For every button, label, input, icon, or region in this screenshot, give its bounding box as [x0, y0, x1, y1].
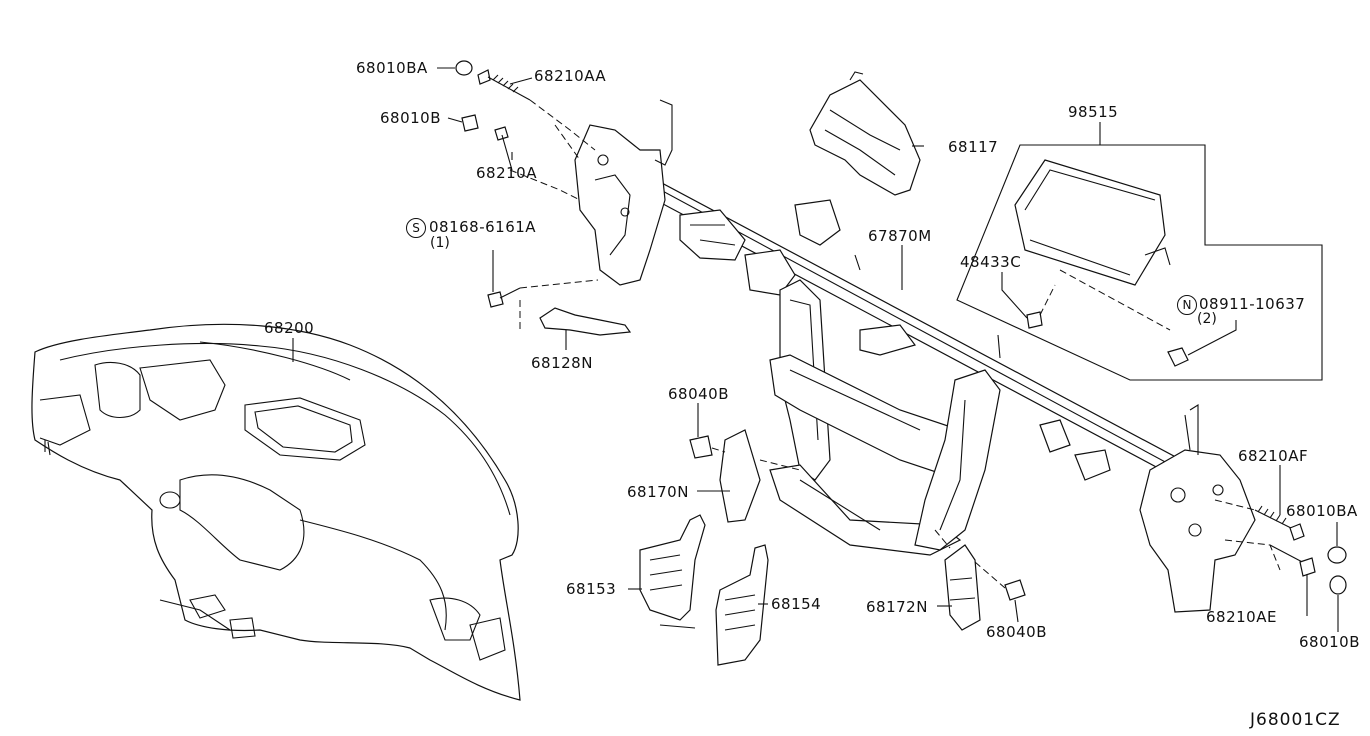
callout-68210A: 68210A [476, 164, 537, 182]
airbag-module-98515 [956, 144, 1323, 381]
callout-98515: 98515 [1068, 103, 1119, 121]
right-fasteners [1214, 499, 1347, 595]
callout-68200: 68200 [264, 319, 315, 337]
callout-68128N: 68128N [531, 354, 593, 372]
lower-brackets [639, 429, 1026, 666]
callout-68210AF: 68210AF [1238, 447, 1309, 465]
callout-68040B-bottom: 68040B [986, 623, 1048, 641]
callout-68210AA: 68210AA [534, 67, 607, 85]
callout-67870M: 67870M [868, 227, 932, 245]
callout-68010B-right: 68010B [1299, 633, 1361, 651]
s-prefix-symbol: S [406, 218, 426, 238]
left-fasteners [455, 60, 599, 330]
callout-68154: 68154 [771, 595, 822, 613]
steering-member-67870M [574, 99, 1256, 613]
callout-68040B-top: 68040B [668, 385, 730, 403]
leader-lines [292, 67, 1339, 632]
bracket-68128N [539, 307, 632, 336]
callout-68210AE: 68210AE [1206, 608, 1277, 626]
callout-08911-10637: 08911-10637 [1199, 295, 1306, 313]
callout-48433C: 48433C [960, 253, 1022, 271]
instrument-panel-68200 [31, 323, 521, 701]
callout-68117: 68117 [948, 138, 999, 156]
callout-68153: 68153 [566, 580, 617, 598]
callout-68010B-top: 68010B [380, 109, 442, 127]
n-prefix-symbol: N [1177, 295, 1197, 315]
callout-68172N: 68172N [866, 598, 928, 616]
callout-68010BA-top: 68010BA [356, 59, 428, 77]
callout-08168-qty: (1) [430, 235, 450, 251]
callout-08911-qty: (2) [1197, 311, 1217, 327]
bracket-68117 [809, 71, 921, 196]
callout-68010BA-right: 68010BA [1286, 502, 1358, 520]
callout-68170N: 68170N [627, 483, 689, 501]
diagram-reference-code: J68001CZ [1250, 710, 1341, 730]
callout-08168-6161A: 08168-6161A [429, 218, 537, 236]
